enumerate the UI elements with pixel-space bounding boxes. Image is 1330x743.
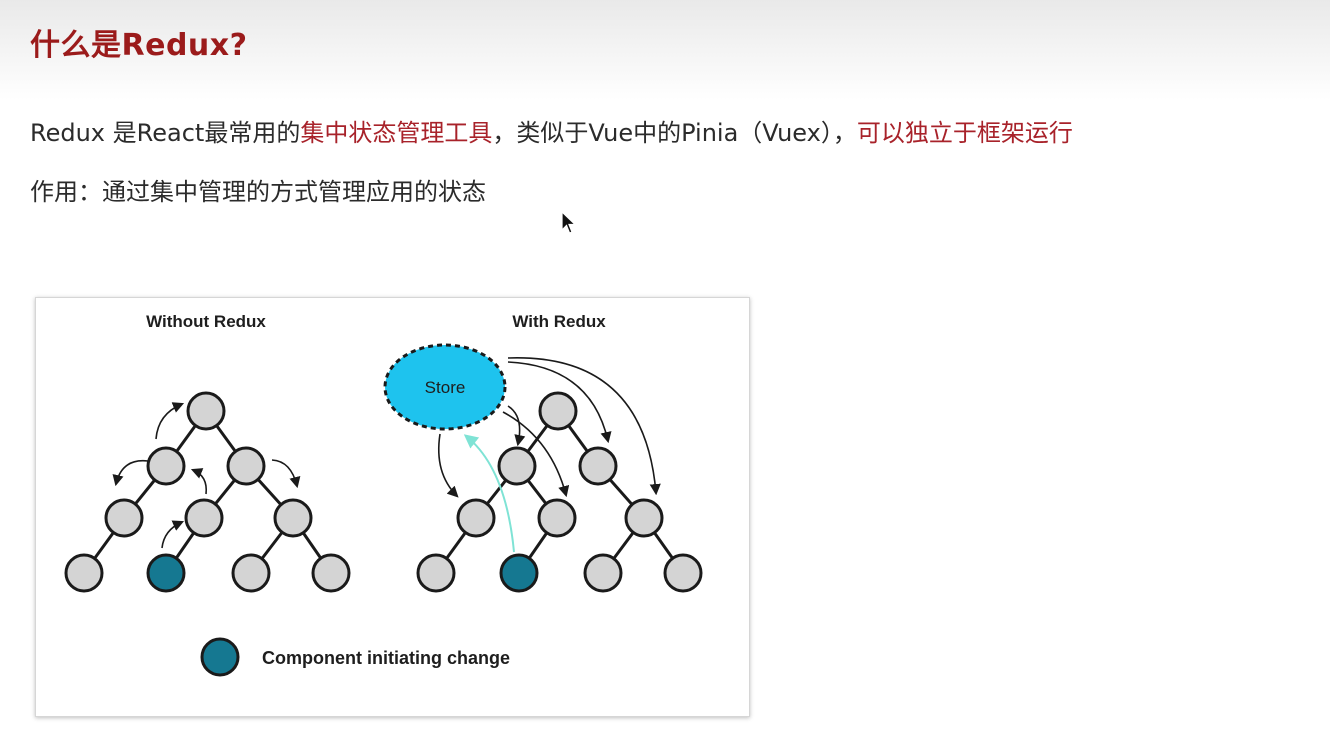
tree-node — [186, 391, 226, 431]
tree-node — [226, 446, 266, 486]
legend-swatch — [200, 637, 240, 677]
tree-node — [231, 553, 271, 593]
tree-node — [146, 446, 186, 486]
with-redux-title: With Redux — [512, 312, 606, 331]
description-highlight-2: 可以独立于框架运行 — [856, 119, 1073, 147]
description-highlight-1: 集中状态管理工具 — [300, 119, 493, 147]
tree-node — [497, 446, 537, 486]
without-redux-title: Without Redux — [146, 312, 266, 331]
tree-node — [311, 553, 351, 593]
without-redux-tree — [64, 391, 351, 593]
tree-node — [104, 498, 144, 538]
tree-node — [184, 498, 224, 538]
tree-node — [416, 553, 456, 593]
slide-header — [0, 0, 1330, 100]
change-to-store-arrow — [463, 434, 515, 553]
description-text-2: ，类似于Vue中的Pinia（Vuex）， — [492, 119, 857, 147]
tree-node — [456, 498, 496, 538]
tree-node — [64, 553, 104, 593]
active-tree-node — [146, 553, 186, 593]
tree-node — [578, 446, 618, 486]
tree-node — [538, 391, 578, 431]
tree-node — [663, 553, 703, 593]
tree-node — [537, 498, 577, 538]
active-tree-node — [499, 553, 539, 593]
store-ellipse — [383, 343, 507, 431]
store-label: Store — [425, 378, 466, 397]
tree-node — [624, 498, 664, 538]
description-text-1: Redux 是React最常用的 — [30, 119, 301, 147]
mouse-cursor-icon — [561, 210, 577, 234]
legend-label: Component initiating change — [262, 648, 510, 668]
purpose-line: 作用：通过集中管理的方式管理应用的状态 — [30, 178, 486, 206]
tree-node — [583, 553, 623, 593]
with-redux-tree: Store — [383, 343, 703, 593]
description-line: Redux 是React最常用的集中状态管理工具，类似于Vue中的Pinia（V… — [30, 113, 1073, 148]
slide-title: 什么是Redux? — [30, 28, 248, 63]
tree-node — [273, 498, 313, 538]
redux-comparison-diagram: Without Redux With Redux — [35, 297, 750, 717]
